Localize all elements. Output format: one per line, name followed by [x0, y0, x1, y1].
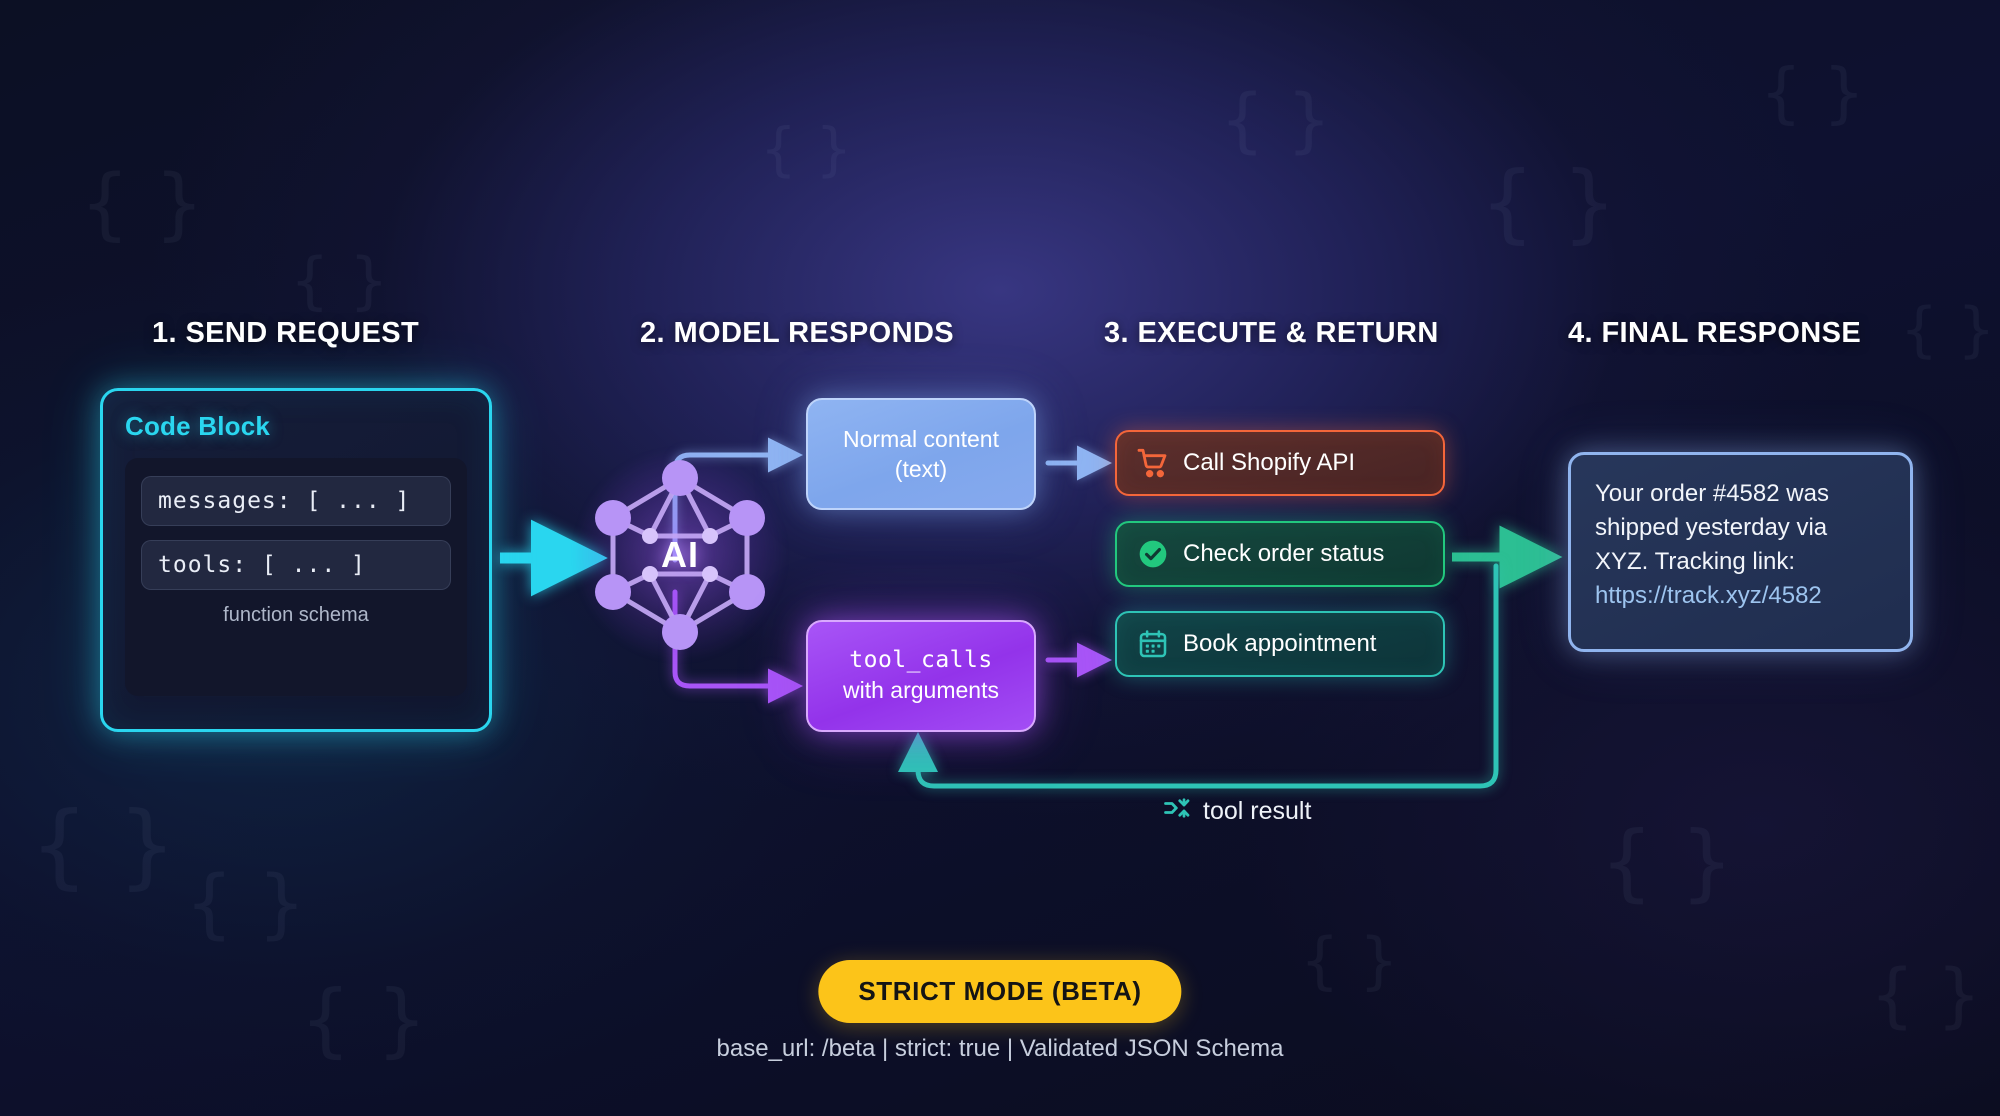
brace-decoration: { } — [1300, 924, 1399, 997]
calendar-icon — [1137, 628, 1169, 660]
tool-result-label: tool result — [1203, 797, 1312, 825]
column-heading-final-response: 4. FINAL RESPONSE — [1568, 317, 1862, 349]
ai-model-node: AI — [565, 440, 795, 670]
model-output-normal-content: Normal content (text) — [806, 398, 1036, 510]
action-label-shopify: Call Shopify API — [1183, 449, 1356, 476]
ai-node-label: AI — [661, 534, 699, 575]
brace-decoration: { } — [300, 973, 428, 1066]
check-circle-icon — [1137, 538, 1169, 570]
code-block-caption: function schema — [223, 604, 369, 626]
brace-decoration: { } — [1870, 954, 1982, 1036]
code-line-messages: messages: [ ... ] — [141, 476, 451, 526]
shopping-cart-icon — [1137, 447, 1169, 479]
tool-calls-line1: tool_calls — [849, 647, 993, 674]
final-response-text: Your order #4582 was shipped yesterday v… — [1595, 480, 1829, 576]
column-heading-model-responds: 2. MODEL RESPONDS — [640, 317, 955, 349]
brace-decoration: { } — [760, 115, 853, 183]
brace-decoration: { } — [1600, 813, 1734, 911]
action-label-book-appointment: Book appointment — [1183, 630, 1377, 657]
strict-mode-badge: STRICT MODE (BETA) — [818, 960, 1182, 1023]
model-output-tool-calls: tool_calls with arguments — [806, 620, 1036, 732]
code-block-card: Code Block messages: [ ... ] tools: [ ..… — [100, 388, 492, 732]
brace-decoration: { } — [185, 858, 306, 947]
ai-network-graph-icon — [595, 460, 765, 650]
brace-decoration: { } — [1900, 295, 1996, 365]
code-block-title: Code Block — [125, 411, 271, 441]
code-line-tools: tools: [ ... ] — [141, 540, 451, 590]
brace-decoration: { } — [80, 159, 205, 249]
code-block-body: messages: [ ... ] tools: [ ... ] functio… — [125, 458, 467, 696]
tracking-link[interactable]: https://track.xyz/4582 — [1595, 582, 1822, 610]
action-check-order-status[interactable]: Check order status — [1115, 521, 1445, 587]
strict-mode-caption: base_url: /beta | strict: true | Validat… — [716, 1035, 1284, 1062]
final-response-card: Your order #4582 was shipped yesterday v… — [1568, 452, 1913, 652]
column-heading-execute-return: 3. EXECUTE & RETURN — [1104, 317, 1439, 349]
action-label-order-status: Check order status — [1183, 540, 1385, 567]
normal-content-line2: (text) — [894, 456, 948, 482]
brace-decoration: { } — [1220, 79, 1332, 161]
shuffle-arrows-icon — [1163, 793, 1193, 830]
action-book-appointment[interactable]: Book appointment — [1115, 611, 1445, 677]
brace-decoration: { } — [1480, 153, 1617, 253]
tool-result-label-group: tool result — [1163, 793, 1311, 830]
normal-content-line1: Normal content — [843, 425, 999, 452]
brace-decoration: { } — [1760, 54, 1865, 131]
column-heading-send-request: 1. SEND REQUEST — [152, 317, 420, 349]
brace-decoration: { } — [290, 244, 389, 317]
tool-calls-line2: with arguments — [843, 677, 999, 703]
action-call-shopify-api[interactable]: Call Shopify API — [1115, 430, 1445, 496]
brace-decoration: { } — [30, 792, 177, 899]
